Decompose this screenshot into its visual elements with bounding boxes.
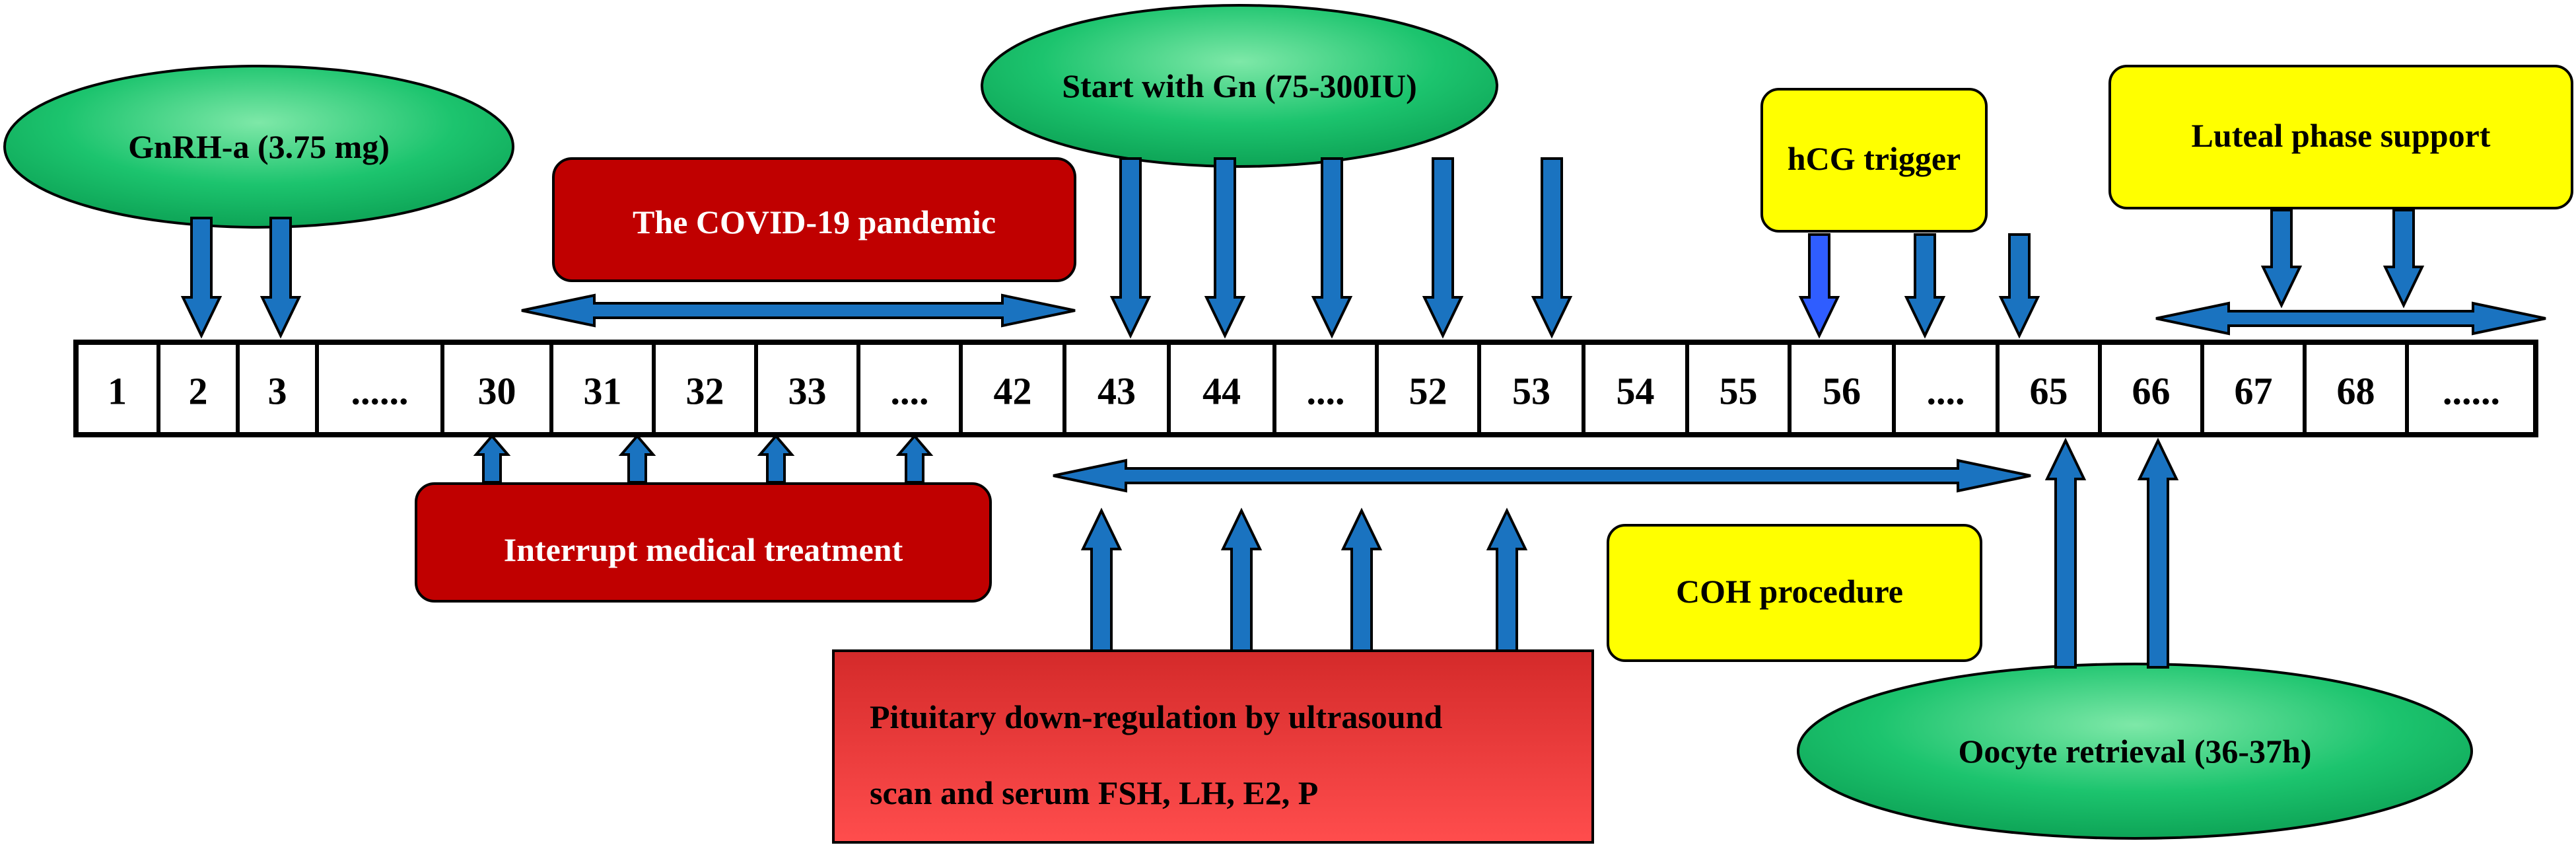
timeline-cell-label: 32: [686, 370, 724, 413]
timeline-cell-label: ....: [1927, 370, 1965, 413]
timeline-cell-label: 66: [2132, 370, 2171, 413]
gn-group: Start with Gn (75-300IU): [981, 4, 1498, 168]
up-arrow-interrupt: [473, 433, 511, 484]
down-arrow-hcg: [1798, 233, 1840, 339]
pituitary-label-line1: Pituitary down-regulation by ultrasound: [870, 698, 1442, 735]
timeline-cell-label: 68: [2337, 370, 2375, 413]
gn-oval: [981, 4, 1498, 168]
oocyte-oval: [1797, 663, 2473, 840]
timeline-cell-label: 42: [994, 370, 1032, 413]
timeline-cell-label: 56: [1823, 370, 1861, 413]
down-arrow-hcg: [1998, 233, 2040, 339]
timeline-cell-label: ......: [351, 370, 409, 413]
timeline-cells: 1 2 3...... 30 31 32 33.... 42 43 44.... 52 53 54 55 5…: [108, 342, 2500, 435]
down-arrow-gnrh: [180, 217, 223, 339]
arrow-layer: [180, 157, 2546, 669]
luteal-group: Luteal phase support: [2108, 65, 2573, 209]
down-arrow-gn: [1204, 157, 1246, 339]
timeline-cell-label: 65: [2030, 370, 2068, 413]
timeline-cell-label: ......: [2443, 370, 2500, 413]
hcg-group: hCG trigger: [1760, 88, 1988, 233]
up-arrow-interrupt: [895, 433, 934, 484]
gnrh-label: GnRH-a (3.75 mg): [128, 128, 390, 165]
down-arrow-gn: [1531, 157, 1573, 339]
timeline-cell-label: 52: [1409, 370, 1447, 413]
down-arrow-luteal: [2383, 209, 2425, 309]
up-arrow-pituitary: [1220, 507, 1263, 652]
hcg-box: [1760, 88, 1988, 233]
gnrh-group: GnRH-a (3.75 mg): [3, 65, 514, 229]
timeline-cell-label: 53: [1512, 370, 1550, 413]
up-arrow-oocyte: [2137, 437, 2179, 669]
timeline-cell-label: 44: [1202, 370, 1241, 413]
timeline-cell-label: 54: [1617, 370, 1655, 413]
hcg-label: hCG trigger: [1788, 140, 1961, 177]
gnrh-oval: [3, 65, 514, 229]
coh-label: COH procedure: [1676, 573, 1903, 610]
up-arrow-pituitary: [1080, 507, 1123, 652]
timeline-cell-label: 43: [1097, 370, 1136, 413]
oocyte-label: Oocyte retrieval (36-37h): [1959, 733, 2312, 770]
timeline-frame: [73, 340, 2538, 437]
covid-label: The COVID-19 pandemic: [633, 203, 996, 240]
down-arrow-luteal: [2260, 209, 2303, 309]
pituitary-group: Pituitary down-regulation by ultrasound …: [832, 649, 1594, 844]
timeline-cell-label: ....: [1307, 370, 1345, 413]
gn-label: Start with Gn (75-300IU): [1062, 67, 1416, 104]
up-arrow-pituitary: [1340, 507, 1383, 652]
timeline-cell-label: 55: [1720, 370, 1758, 413]
coh-group: COH procedure: [1607, 524, 1982, 662]
down-arrow-gn: [1109, 157, 1152, 339]
down-arrow-hcg: [1904, 233, 1946, 339]
up-arrow-interrupt: [757, 433, 795, 484]
up-arrow-pituitary: [1486, 507, 1528, 652]
timeline-cell-label: ....: [891, 370, 929, 413]
timeline-cell-label: 30: [478, 370, 516, 413]
interrupt-label: Interrupt medical treatment: [504, 531, 903, 568]
down-arrow-gnrh: [260, 217, 302, 339]
timeline-cell-label: 2: [189, 370, 208, 413]
pituitary-label-line2: scan and serum FSH, LH, E2, P: [870, 774, 1318, 811]
down-arrow-gn: [1311, 157, 1353, 339]
timeline-cell-label: 3: [268, 370, 287, 413]
double-arrow-covid: [521, 293, 1076, 328]
up-arrow-interrupt: [618, 433, 656, 484]
timeline-cell-label: 33: [788, 370, 827, 413]
timeline-cell-label: 31: [584, 370, 622, 413]
luteal-box: [2108, 65, 2573, 209]
oocyte-group: Oocyte retrieval (36-37h): [1797, 663, 2473, 840]
pituitary-box: [832, 649, 1594, 844]
double-arrow-luteal: [2155, 301, 2546, 336]
luteal-label: Luteal phase support: [2192, 117, 2491, 154]
interrupt-group: Interrupt medical treatment: [415, 482, 992, 603]
interrupt-box: [415, 482, 992, 603]
double-arrow-coh: [1053, 459, 2031, 493]
covid-group: The COVID-19 pandemic: [552, 157, 1076, 282]
down-arrow-gn: [1422, 157, 1464, 339]
covid-box: [552, 157, 1076, 282]
timeline-cell-label: 1: [108, 370, 127, 413]
coh-box: [1607, 524, 1982, 662]
timeline-strip: 1 2 3...... 30 31 32 33.... 42 43 44.... 52 53 54 55 5…: [73, 340, 2538, 437]
timeline-cell-label: 67: [2235, 370, 2273, 413]
up-arrow-oocyte: [2044, 437, 2087, 669]
